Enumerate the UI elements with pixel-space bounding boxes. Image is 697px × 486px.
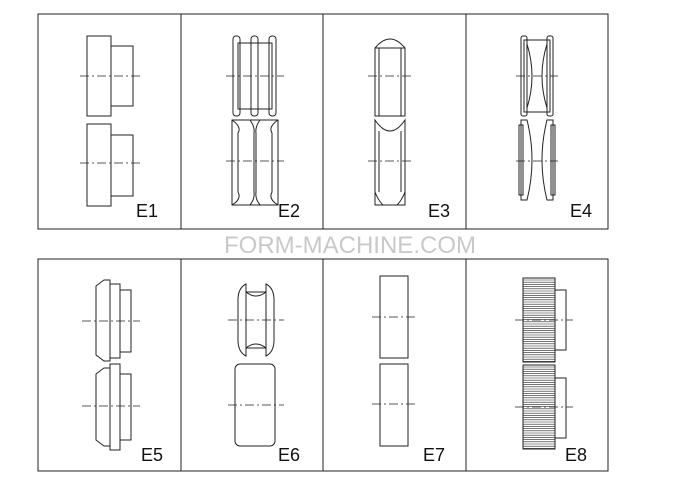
e8-upper-knurl: [523, 279, 555, 362]
panel-label-e2: E2: [278, 201, 300, 221]
top-row-frame: [37, 13, 609, 230]
e1-lower-roller: [80, 123, 140, 207]
panel-label-e6: E6: [278, 445, 300, 465]
e5-lower-roller: [82, 363, 140, 451]
e5-upper-roller: [82, 279, 140, 362]
panel-e7: E7: [372, 275, 445, 465]
e7-upper-roller: [372, 275, 416, 359]
e3-lower-roller: [368, 118, 412, 206]
e2-lower-roller: [226, 119, 284, 206]
e6-lower-roller: [228, 363, 284, 447]
panel-label-e3: E3: [428, 201, 450, 221]
e8-lower-knurl: [523, 366, 555, 449]
e3-upper-roller: [368, 38, 412, 117]
e7-lower-roller: [372, 363, 416, 447]
panel-label-e1: E1: [136, 201, 158, 221]
e1-upper-roller: [80, 35, 140, 117]
panel-e3: E3: [368, 38, 450, 221]
panel-e8: E8: [515, 277, 587, 465]
watermark-text: FORM-MACHINE.COM: [224, 232, 476, 259]
panel-label-e7: E7: [423, 445, 445, 465]
e8-upper-roller: [515, 277, 573, 363]
panel-e2: E2: [226, 35, 300, 221]
e4-lower-roller: [516, 119, 558, 201]
panel-e6: E6: [228, 283, 300, 465]
panel-e1: E1: [80, 35, 158, 221]
panel-label-e5: E5: [141, 445, 163, 465]
e8-lower-roller: [515, 364, 573, 450]
panel-label-e8: E8: [565, 445, 587, 465]
panel-label-e4: E4: [570, 201, 592, 221]
e6-upper-roller: [228, 283, 284, 357]
panel-e4: E4: [516, 35, 592, 221]
panel-e5: E5: [82, 279, 163, 465]
bottom-row-frame: [37, 258, 609, 472]
e2-upper-roller: [226, 35, 284, 117]
e4-upper-roller: [516, 35, 558, 117]
